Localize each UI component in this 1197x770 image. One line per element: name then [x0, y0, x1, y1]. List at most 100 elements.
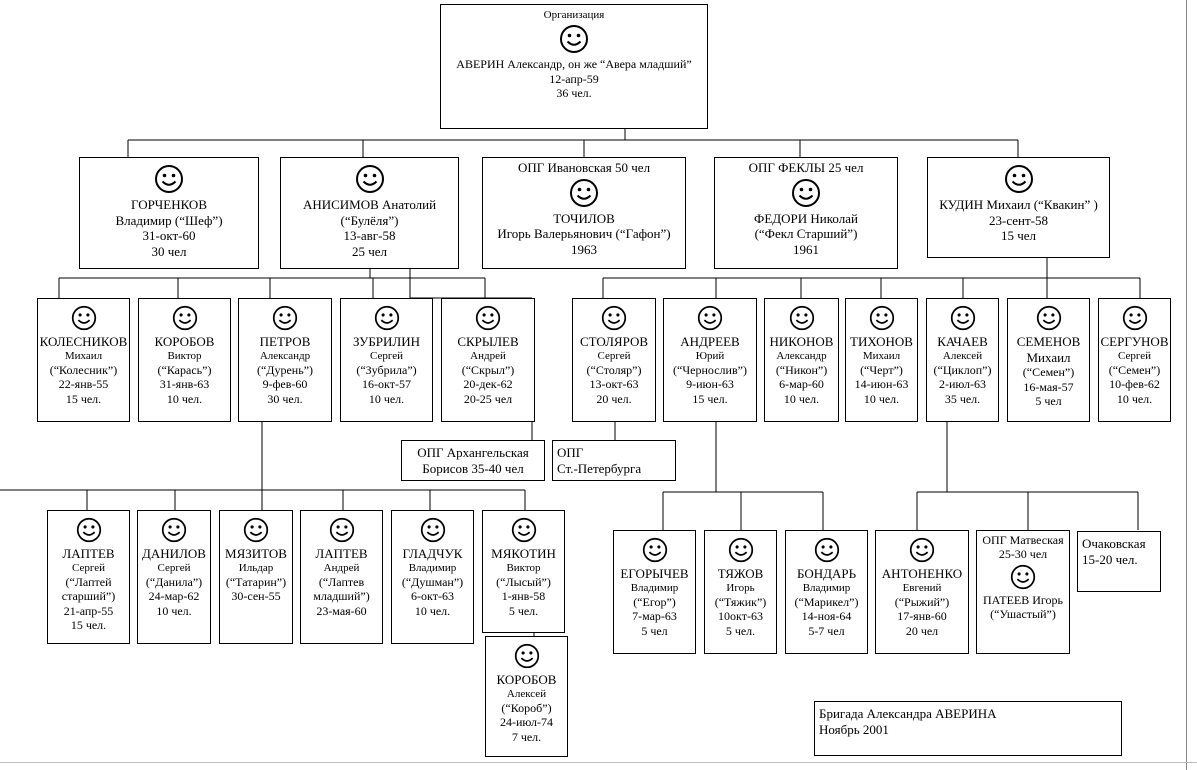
node-line: ОПГ Матвеская: [982, 533, 1064, 547]
node-kachaev[interactable]: КАЧАЕВ Алексей (“Циклоп”) 2-июл-63 35 че…: [926, 298, 999, 422]
node-semenov[interactable]: СЕМЕНОВ Михаил (“Семен”) 16-мая-57 5 чел: [1007, 298, 1090, 422]
node-gladchuk[interactable]: ГЛАДЧУК Владимир (“Душман”) 6-окт-63 10 …: [391, 510, 474, 644]
node-skrylev[interactable]: СКРЫЛЕВ Андрей (“Скрыл”) 20-дек-62 20-25…: [441, 298, 535, 422]
node-danilov[interactable]: ДАНИЛОВ Сергей (“Данила”) 24-мар-62 10 ч…: [137, 510, 211, 644]
node-line: 10 чел.: [166, 391, 203, 406]
smiley-face-icon: [243, 517, 269, 543]
node-line: (“Егор”): [633, 594, 676, 609]
node-line: (“Семен”): [1022, 365, 1075, 380]
node-line: Виктор: [506, 561, 541, 574]
smiley-face-icon: [728, 537, 753, 563]
node-line: (“Циклоп”): [933, 362, 992, 377]
node-line: 25-30 чел: [998, 547, 1048, 562]
node-line: ГЛАДЧУК: [402, 546, 463, 561]
node-ochakovskaya[interactable]: Очаковская 15-20 чел.: [1077, 531, 1161, 592]
node-line: ТИХОНОВ: [850, 334, 913, 349]
node-line: 20-дек-62: [463, 377, 513, 392]
node-line: Очаковская: [1082, 536, 1146, 551]
node-kudin[interactable]: КУДИН Михаил (“Квакин” ) 23-сент-58 15 ч…: [927, 157, 1110, 258]
smiley-face-icon: [374, 305, 399, 331]
smiley-face-icon: [161, 517, 187, 543]
node-line: АНДРЕЕВ: [680, 334, 740, 349]
node-line: 21-апр-55: [63, 603, 114, 618]
node-line: Сергей: [597, 349, 631, 362]
node-line: 17-янв-60: [897, 609, 947, 624]
org-count: 36 чел.: [556, 85, 592, 100]
smiley-face-icon: [909, 537, 935, 563]
node-korobov-aleksey[interactable]: КОРОБОВ Алексей (“Короб”) 24-июл-74 7 че…: [485, 636, 568, 757]
node-line: Михаил: [64, 349, 103, 362]
node-myakotin[interactable]: МЯКОТИН Виктор (“Лысый”) 1-янв-58 5 чел.: [482, 510, 565, 633]
node-anisimov[interactable]: АНИСИМОВ Анатолий (“Булёля”) 13-авг-58 2…: [280, 157, 459, 269]
node-myazitov[interactable]: МЯЗИТОВ Ильдар (“Татарин”) 30-сен-55: [219, 510, 293, 644]
node-line: 30 чел.: [267, 391, 303, 406]
node-line: 20 чел.: [596, 391, 632, 406]
node-line: Игорь Валерьянович (“Гафон”): [497, 226, 671, 242]
node-bondar[interactable]: БОНДАРЬ Владимир (“Марикел”) 14-ноя-64 5…: [785, 530, 868, 654]
node-line: Андрей: [470, 349, 506, 362]
node-line: БОНДАРЬ: [796, 566, 857, 581]
node-line: Сергей: [370, 349, 403, 362]
node-line: АНТОНЕНКО: [881, 566, 963, 581]
node-line: (“Рыжий”): [894, 594, 950, 609]
node-line: СЕМЕНОВ: [1016, 334, 1081, 349]
node-line: 7 чел.: [511, 729, 542, 744]
node-line: Виктор: [167, 349, 202, 362]
node-line: 16-мая-57: [1023, 379, 1074, 394]
node-antonenko[interactable]: АНТОНЕНКО Евгений (“Рыжий”) 17-янв-60 20…: [875, 530, 969, 654]
node-line: 10 чел.: [156, 603, 192, 618]
node-opg-spb[interactable]: ОПГ Ст.-Петербурга: [552, 440, 676, 481]
smiley-face-icon: [420, 517, 445, 543]
node-line: 10 чел.: [783, 391, 820, 406]
node-laptev-andrey[interactable]: ЛАПТЕВ Андрей (“Лаптев младший”) 23-мая-…: [300, 510, 383, 644]
node-opg-matveevskaya[interactable]: ОПГ Матвеская 25-30 чел ПАТЕЕВ Игорь (“У…: [976, 530, 1070, 654]
org-name: АВЕРИН Александр, он же “Авера младший”: [456, 57, 692, 72]
node-line: 25 чел: [351, 243, 388, 259]
org-root-node[interactable]: Организация АВЕРИН Александр, он же “Аве…: [440, 4, 708, 129]
node-petrov[interactable]: ПЕТРОВ Александр (“Дурень”) 9-фев-60 30 …: [238, 298, 332, 422]
node-gorchenkov[interactable]: ГОРЧЕНКОВ Владимир (“Шеф”) 31-окт-60 30 …: [79, 157, 259, 269]
node-line: (“Данила”): [145, 574, 203, 589]
node-line: 13-окт-63: [589, 377, 639, 392]
node-line: (“Тяжик”): [714, 594, 767, 609]
node-line: 30 чел: [151, 243, 187, 259]
node-sergunov[interactable]: СЕРГУНОВ Сергей (“Семен”) 10-фев-62 10 ч…: [1098, 298, 1171, 422]
node-line: (“Зубрила”): [356, 362, 417, 377]
node-laptev-sergey[interactable]: ЛАПТЕВ Сергей (“Лаптей старший”) 21-апр-…: [47, 510, 130, 644]
node-line: 31-янв-63: [159, 377, 210, 392]
node-opg-arkhangelskaya[interactable]: ОПГ Архангельская Борисов 35-40 чел: [401, 440, 545, 481]
smiley-face-icon: [789, 305, 814, 331]
node-line: ОПГ: [557, 444, 584, 460]
smiley-face-icon: [514, 643, 539, 669]
org-title: Организация: [543, 9, 605, 21]
node-zubrilin[interactable]: ЗУБРИЛИН Сергей (“Зубрила”) 16-окт-57 10…: [340, 298, 433, 422]
node-opg-ivanovskaya[interactable]: ОПГ Ивановская 50 чел ТОЧИЛОВ Игорь Вале…: [482, 157, 686, 269]
node-line: КУДИН Михаил (“Квакин” ): [939, 197, 1098, 212]
node-line: 20 чел: [905, 623, 939, 638]
node-korobov-viktor[interactable]: КОРОБОВ Виктор (“Карась”) 31-янв-63 10 ч…: [138, 298, 231, 422]
node-line: (“Фекл Старший”): [754, 226, 858, 242]
node-line: 6-мар-60: [779, 377, 824, 392]
node-line: НИКОНОВ: [769, 334, 834, 349]
node-tikhonov[interactable]: ТИХОНОВ Михаил (“Черт”) 14-июн-63 10 чел…: [845, 298, 918, 422]
node-egorychev[interactable]: ЕГОРЫЧЕВ Владимир (“Егор”) 7-мар-63 5 че…: [613, 530, 696, 654]
node-opg-fekly[interactable]: ОПГ ФЕКЛЫ 25 чел ФЕДОРИ Николай (“Фекл С…: [714, 157, 898, 269]
smiley-face-icon: [155, 165, 183, 193]
node-tyazhov[interactable]: ТЯЖОВ Игорь (“Тяжик”) 10окт-63 5 чел.: [704, 530, 777, 654]
node-line: 6-окт-63: [411, 589, 454, 604]
node-andreev[interactable]: АНДРЕЕВ Юрий (“Чернослив”) 9-июн-63 15 ч…: [663, 298, 757, 422]
smiley-face-icon: [1036, 305, 1061, 331]
node-stolyarov[interactable]: СТОЛЯРОВ Сергей (“Столяр”) 13-окт-63 20 …: [572, 298, 656, 422]
node-line: ЗУБРИЛИН: [352, 334, 421, 349]
node-line: (“Татарин”): [225, 574, 287, 589]
node-kolesnikov[interactable]: КОЛЕСНИКОВ Михаил (“Колесник”) 22-янв-55…: [37, 298, 130, 422]
node-line: 1-янв-58: [501, 589, 546, 604]
node-line: ОПГ ФЕКЛЫ 25 чел: [748, 160, 864, 175]
node-line: КОЛЕСНИКОВ: [39, 334, 128, 349]
node-line: (“Карась”): [157, 362, 212, 377]
smiley-face-icon: [272, 305, 298, 331]
diagram-caption: Бригада Александра АВЕРИНА Ноябрь 2001: [814, 701, 1122, 756]
node-nikonov[interactable]: НИКОНОВ Александр (“Никон”) 6-мар-60 10 …: [764, 298, 839, 422]
node-line: 1961: [793, 241, 819, 257]
smiley-face-icon: [792, 178, 820, 207]
